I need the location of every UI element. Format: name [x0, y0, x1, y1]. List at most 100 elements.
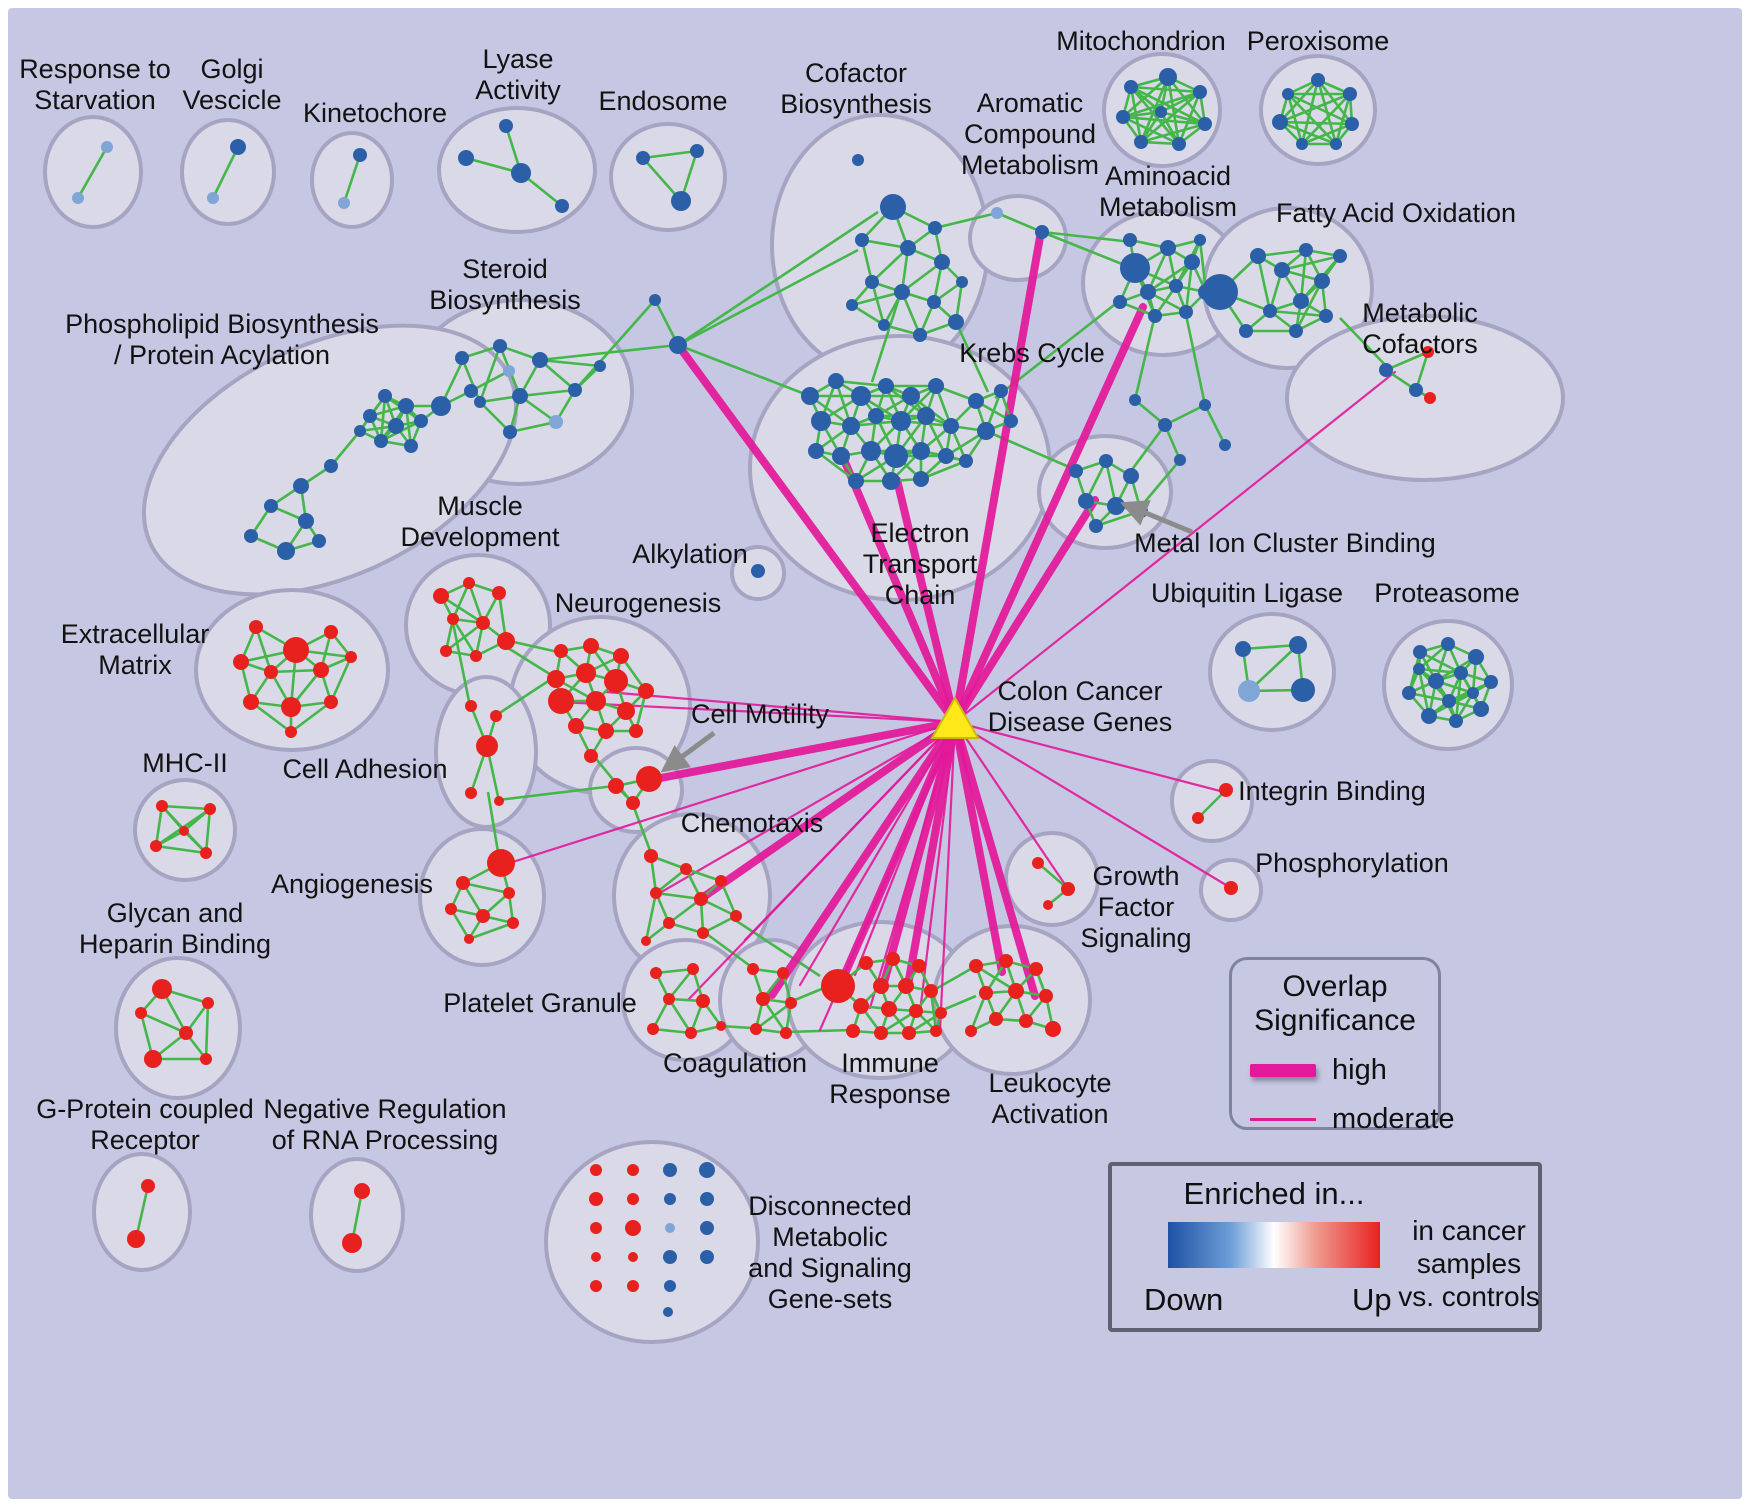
cofactor-biosynthesis-node [865, 275, 879, 289]
platelet-granule-node [650, 967, 662, 979]
metal-ion-cluster-binding-node [1078, 493, 1094, 509]
g-protein-coupled-receptor-node [141, 1179, 155, 1193]
mitochondrion-node [1116, 110, 1130, 124]
disconnected-gene-sets-node [700, 1250, 714, 1264]
ubiquitin-ligase-node [1291, 678, 1315, 702]
disconnected-gene-sets-node [628, 1252, 638, 1262]
muscle-development-node [497, 632, 515, 650]
enrichment-gradient-bar [1168, 1222, 1380, 1268]
neurogenesis-node [583, 638, 599, 654]
immune-response-node [930, 1025, 942, 1037]
phospholipid-biosynthesis-node [244, 529, 258, 543]
inter-cluster-edge [1203, 404, 1227, 446]
electron-transport-chain-node [994, 384, 1008, 398]
connector-node [649, 294, 661, 306]
cell-adhesion-node [494, 796, 504, 806]
disconnected-gene-sets-node [625, 1220, 641, 1236]
chemotaxis-node [663, 917, 675, 929]
phospholipid-biosynthesis-node [398, 398, 414, 414]
peroxisome-edge [1301, 93, 1351, 145]
peroxisome-node [1330, 138, 1342, 150]
enriched-down-label: Down [1144, 1282, 1224, 1317]
mitochondrion-edge [1177, 91, 1202, 145]
peroxisome-edge [1286, 93, 1304, 145]
disconnected-gene-sets-node [627, 1164, 639, 1176]
steroid-biosynthesis-node [594, 360, 606, 372]
disconnected-gene-sets-node [590, 1164, 602, 1176]
electron-transport-chain-node [917, 407, 935, 425]
fatty-acid-oxidation-node [1239, 324, 1253, 338]
neurogenesis-node [568, 718, 584, 734]
disconnected-gene-sets-node [663, 1307, 673, 1317]
hub-link-high [951, 718, 1006, 976]
negative-regulation-rna-processing-node [354, 1183, 370, 1199]
angiogenesis-edge [468, 921, 514, 941]
ubiquitin-ligase-label: Ubiquitin Ligase [1151, 578, 1343, 608]
phospholipid-biosynthesis-node [293, 478, 309, 494]
immune-response-node [909, 1004, 923, 1018]
coagulation-node [777, 967, 789, 979]
immune-response-node [873, 978, 889, 994]
hub-link-high [674, 341, 959, 726]
annotation-arrow [660, 730, 716, 773]
kinetochore-label: Kinetochore [303, 98, 447, 128]
extracellular-matrix-node [324, 695, 338, 709]
extracellular-matrix-node [243, 694, 259, 710]
aminoacid-metabolism-node [1179, 305, 1193, 319]
endosome-node [636, 151, 650, 165]
g-protein-coupled-receptor-edge [134, 1185, 150, 1240]
legend-overlap-significance: Overlap Significance high moderate [1229, 957, 1455, 1135]
integrin-binding-node [1192, 812, 1204, 824]
peroxisome-edge [1279, 92, 1351, 124]
peroxisome-node [1296, 138, 1308, 150]
platelet-granule-node [663, 993, 675, 1005]
inter-cluster-edge [507, 646, 557, 680]
immune-response-node [846, 1024, 860, 1038]
leukocyte-activation-node [1039, 989, 1053, 1003]
fatty-acid-oxidation-label: Fatty Acid Oxidation [1276, 198, 1516, 228]
inter-cluster-edge [954, 321, 990, 393]
mhc-ii-node [156, 800, 168, 812]
extracellular-matrix-node [324, 625, 338, 639]
coagulation-node [747, 963, 759, 975]
chemotaxis-node [694, 892, 708, 906]
cofactor-biosynthesis-edge [860, 239, 874, 283]
ubiquitin-ligase-ellipse [1208, 612, 1336, 732]
cell-motility-node [608, 778, 624, 794]
moderate-significance-line-swatch [1250, 1118, 1316, 1121]
hub-link-moderate [743, 720, 957, 942]
metal-ion-cluster-binding-node [1069, 464, 1083, 478]
leukocyte-activation-node [1008, 983, 1024, 999]
aminoacid-metabolism-edge [1184, 261, 1194, 313]
aminoacid-metabolism-node [1140, 284, 1156, 300]
angiogenesis-node [476, 909, 490, 923]
peroxisome-edge [1279, 120, 1337, 146]
aromatic-compound-metabolism-node [991, 207, 1003, 219]
growth-factor-signaling-node [1061, 882, 1075, 896]
electron-transport-chain-node [943, 418, 959, 434]
hub-link-moderate [938, 720, 957, 1032]
golgi-vescicle-node [207, 192, 219, 204]
cofactor-biosynthesis-node [913, 328, 927, 342]
steroid-biosynthesis-edge [478, 345, 502, 403]
negative-regulation-rna-processing-node [342, 1233, 362, 1253]
phospholipid-biosynthesis-node [277, 542, 295, 560]
phospholipid-biosynthesis-node [324, 459, 338, 473]
overlap-moderate-row: moderate [1250, 1103, 1455, 1136]
peroxisome-edge [1301, 122, 1353, 146]
chemotaxis-node [650, 887, 662, 899]
glycan-heparin-binding-node [144, 1050, 162, 1068]
muscle-development-node [447, 613, 459, 625]
coagulation-node [750, 1023, 762, 1035]
mitochondrion-edge [1160, 90, 1201, 114]
phospholipid-biosynthesis-edge [379, 395, 387, 442]
cofactor-biosynthesis-edge [901, 260, 943, 294]
mitochondrion-label: Mitochondrion [1056, 26, 1226, 56]
kinetochore-node [353, 148, 367, 162]
cell-motility-node [626, 796, 640, 810]
hub-link-high [768, 718, 959, 999]
